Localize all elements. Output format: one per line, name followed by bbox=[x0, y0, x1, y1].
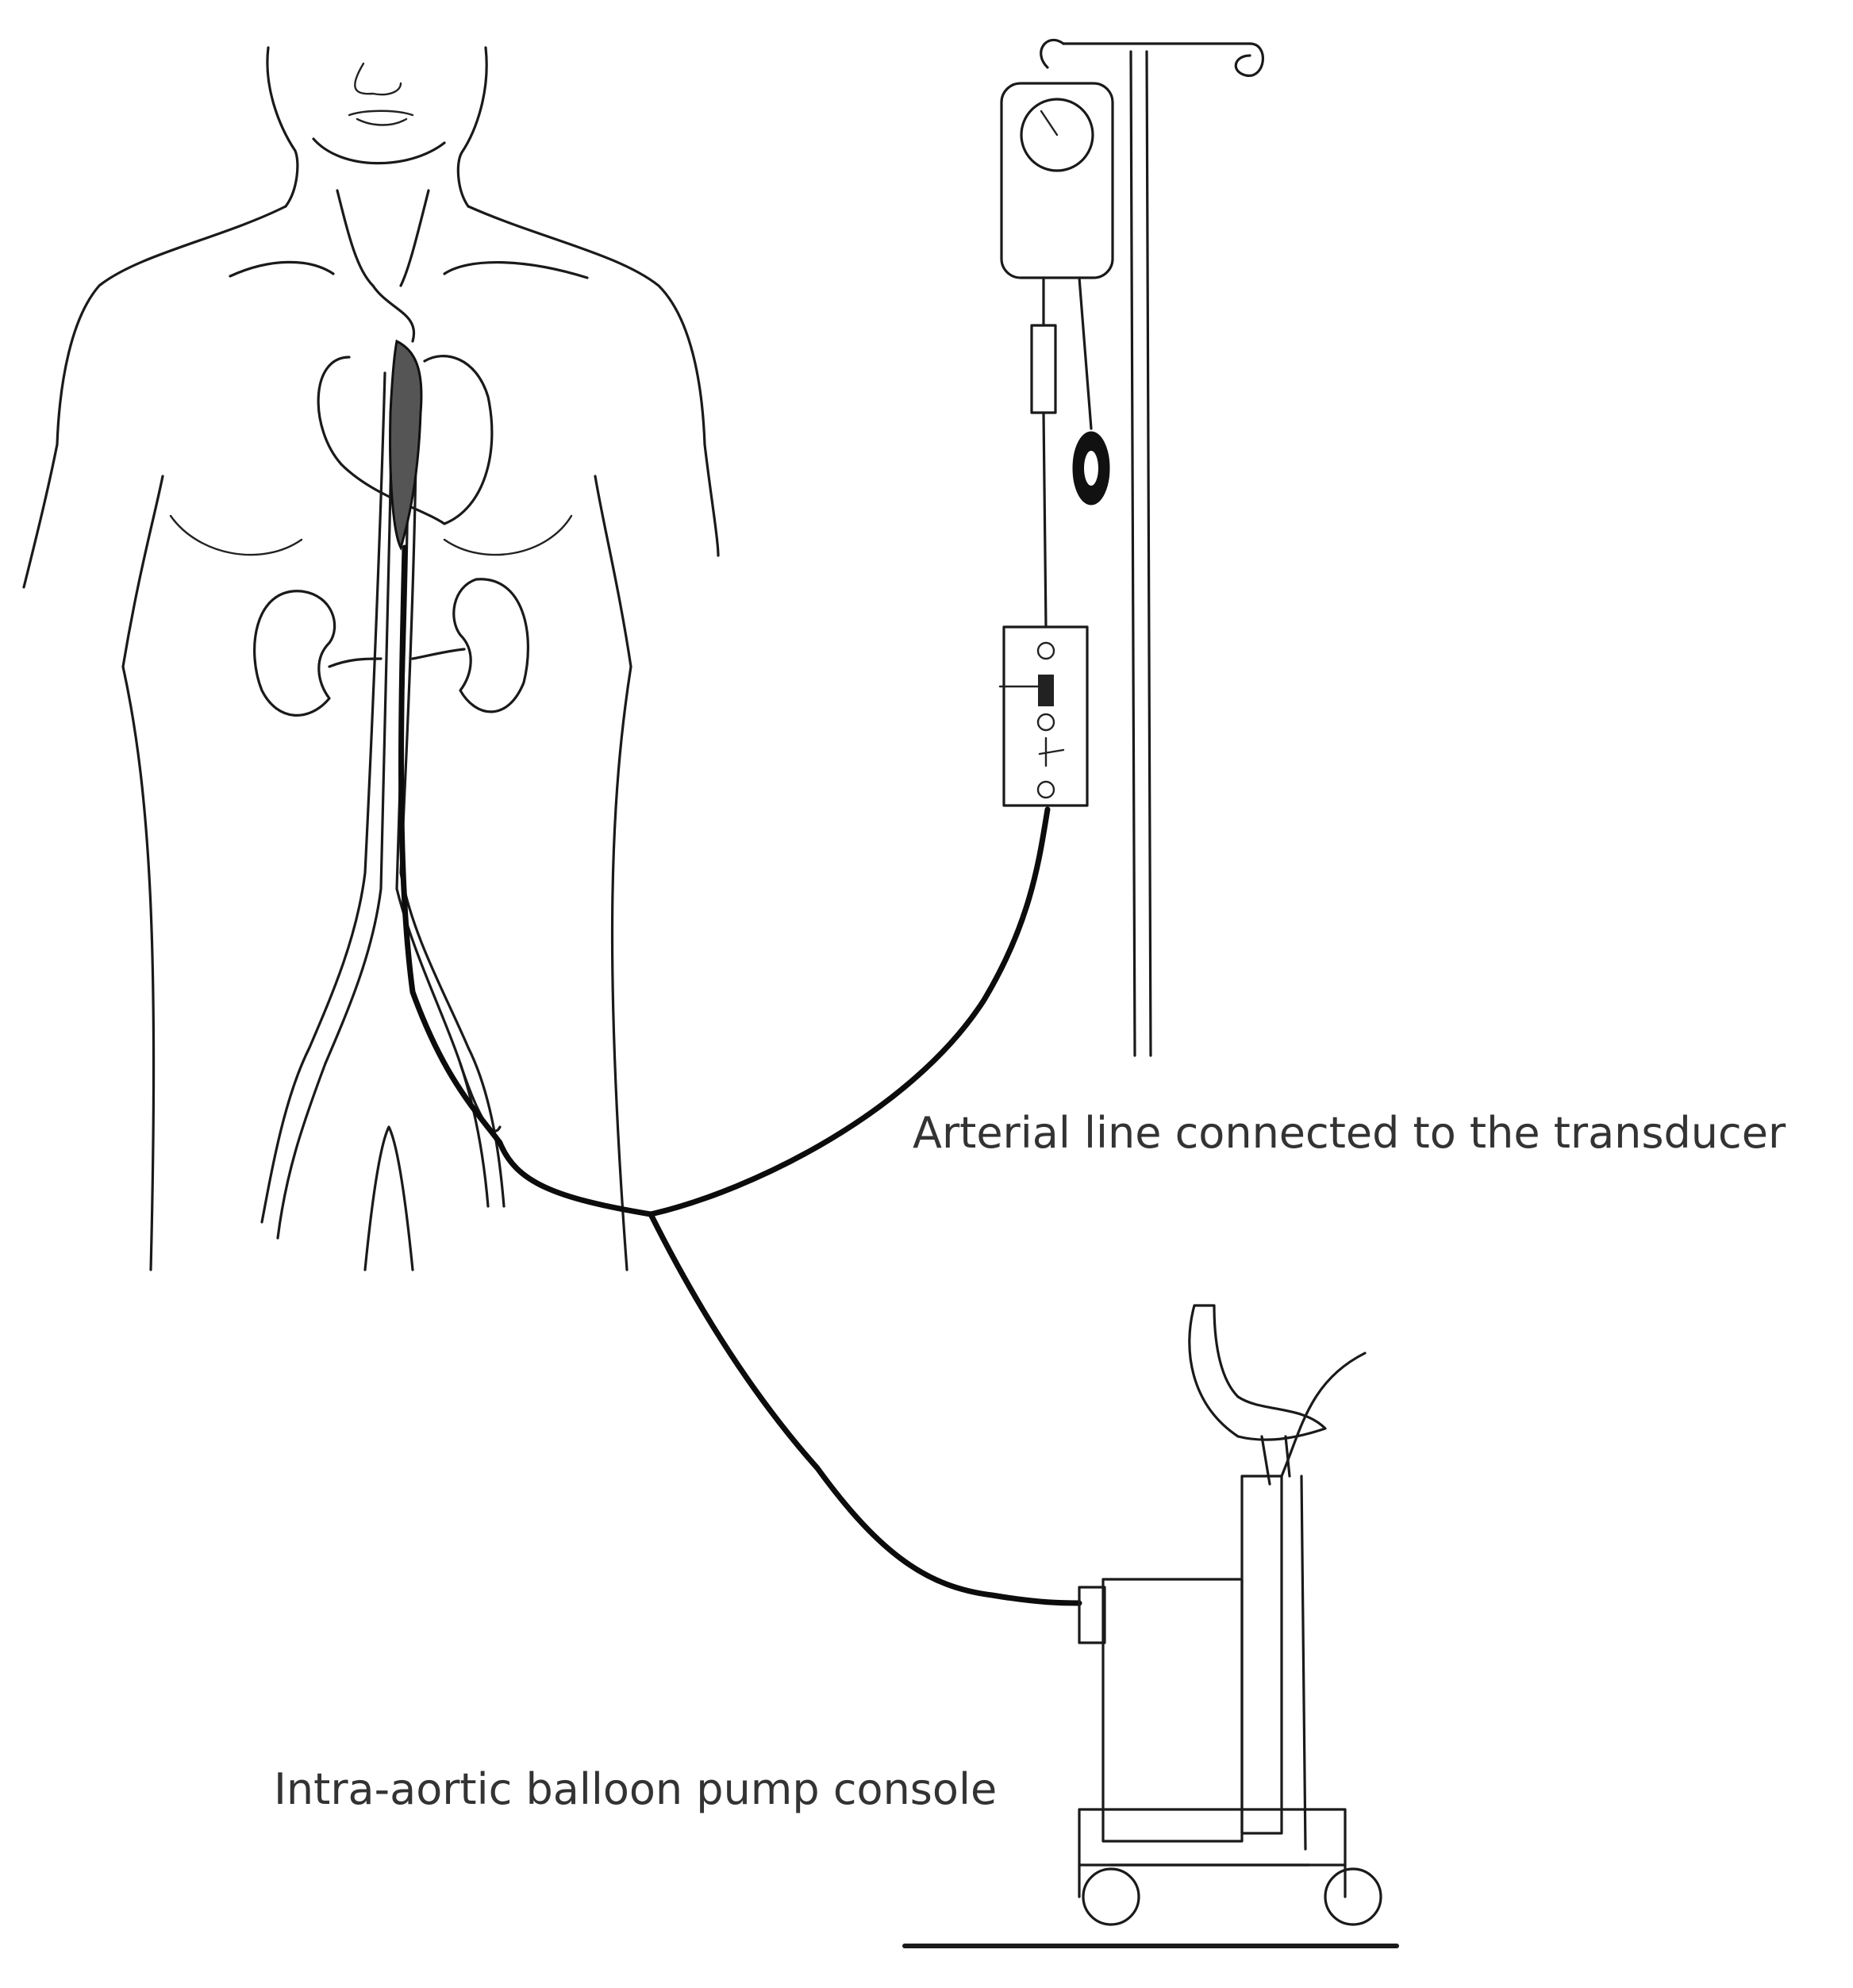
carotid-left bbox=[336, 189, 375, 287]
torso-right bbox=[594, 475, 632, 668]
renal-artery-left bbox=[328, 657, 383, 668]
shoulder-right bbox=[467, 205, 706, 446]
console-cable bbox=[648, 1211, 1082, 1606]
collarbone-right bbox=[443, 261, 589, 279]
aorta-right-wall bbox=[399, 371, 506, 1208]
pectoral-left bbox=[169, 514, 303, 556]
console-handle bbox=[1300, 1475, 1307, 1851]
console-screen-neck bbox=[1260, 1435, 1291, 1486]
stopcock-middle bbox=[1036, 713, 1055, 732]
neck-right bbox=[456, 46, 488, 208]
pressure-gauge-icon bbox=[1020, 98, 1094, 172]
hip-right bbox=[610, 665, 632, 1271]
stopcock-handle bbox=[1038, 736, 1065, 767]
aorta-inner-left bbox=[324, 379, 394, 1065]
intra-aortic-balloon bbox=[389, 339, 423, 552]
console-connector bbox=[1078, 1586, 1106, 1644]
iv-pole-post-left bbox=[1129, 50, 1136, 1057]
pressure-bag bbox=[1000, 82, 1114, 629]
hip-left bbox=[121, 665, 156, 1271]
heart bbox=[317, 355, 494, 525]
iliac-left bbox=[276, 1062, 327, 1240]
renal-artery-right bbox=[411, 648, 466, 660]
stopcock-bottom bbox=[1036, 780, 1055, 799]
drip-chamber bbox=[1030, 324, 1057, 414]
collarbone-left bbox=[229, 260, 335, 278]
kidney-right bbox=[452, 578, 529, 713]
pressure-bag-body bbox=[1000, 82, 1114, 279]
label-iabp-console: Intra-aortic balloon pump console bbox=[274, 1764, 997, 1814]
cables bbox=[398, 544, 1082, 1606]
human-figure bbox=[22, 46, 720, 1271]
neck-left bbox=[266, 46, 299, 208]
console-body bbox=[1101, 1578, 1244, 1843]
bulb-tube bbox=[1078, 276, 1093, 430]
stopcock-top bbox=[1036, 641, 1055, 660]
arterial-cable bbox=[648, 806, 1051, 1217]
arm-right-outer bbox=[703, 443, 720, 557]
iv-pole-post-right bbox=[1145, 50, 1152, 1057]
nose bbox=[354, 62, 402, 96]
transducer-body bbox=[1038, 675, 1054, 706]
iv-hook-right bbox=[1234, 42, 1264, 77]
flush-line bbox=[1042, 276, 1048, 629]
aorta-left-wall bbox=[260, 371, 386, 1224]
chin bbox=[312, 137, 446, 165]
carotid-right bbox=[399, 189, 430, 287]
arm-left-outer bbox=[22, 443, 59, 589]
iabp-console bbox=[902, 1304, 1399, 1948]
label-arterial-line: Arterial line connected to the transduce… bbox=[913, 1108, 1786, 1158]
aortic-arch bbox=[371, 284, 416, 343]
mouth bbox=[348, 110, 414, 126]
console-upright bbox=[1280, 1352, 1367, 1478]
kidney-left bbox=[253, 590, 336, 717]
iv-pole bbox=[1040, 38, 1264, 1057]
console-column bbox=[1240, 1475, 1283, 1835]
pectoral-right bbox=[443, 514, 573, 556]
shoulder-left bbox=[56, 205, 287, 446]
torso-left bbox=[121, 475, 164, 668]
transducer bbox=[998, 625, 1089, 807]
wheel-right-icon bbox=[1324, 1867, 1382, 1926]
wheel-left-icon bbox=[1082, 1867, 1140, 1926]
gauge-needle bbox=[1040, 110, 1059, 137]
iv-hook-left bbox=[1040, 38, 1065, 69]
vascular-system bbox=[253, 189, 529, 1240]
console-screen bbox=[1188, 1304, 1327, 1441]
inflation-bulb-highlight bbox=[1084, 451, 1098, 486]
inner-leg bbox=[363, 1125, 414, 1271]
transducer-mount bbox=[1002, 625, 1089, 807]
catheter-line bbox=[398, 544, 654, 1217]
